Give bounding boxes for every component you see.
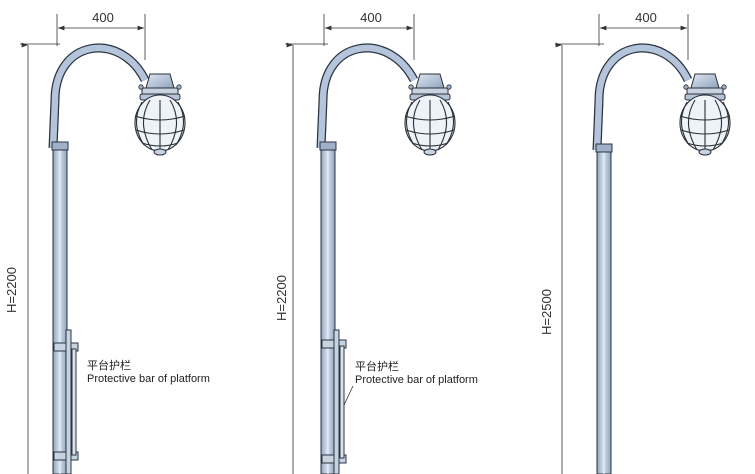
- height-label: H=2500: [539, 289, 554, 335]
- explosion-proof-lamp: [134, 73, 186, 156]
- platform-guard: [53, 329, 79, 474]
- pole-1-group: 400 H=2200 平台护栏 Protective bar of platfo…: [4, 10, 210, 474]
- width-label: 400: [360, 10, 382, 25]
- width-label: 400: [635, 10, 657, 25]
- note-chinese: 平台护栏: [87, 358, 131, 372]
- platform-guard: [321, 329, 347, 474]
- note-english: Protective bar of platform: [87, 373, 210, 385]
- pole-3-group: 400 H=2500: [539, 10, 731, 474]
- explosion-proof-lamp: [404, 73, 456, 156]
- height-label: H=2200: [274, 275, 289, 321]
- note-chinese: 平台护栏: [355, 359, 399, 373]
- note-english: Protective bar of platform: [355, 374, 478, 386]
- explosion-proof-lamp: [679, 73, 731, 156]
- pole-2-group: 400 H=2200 平台护栏 Protective bar of platfo…: [274, 10, 478, 474]
- width-label: 400: [92, 10, 114, 25]
- note-leader-line: [343, 385, 354, 406]
- height-label: H=2200: [4, 267, 19, 313]
